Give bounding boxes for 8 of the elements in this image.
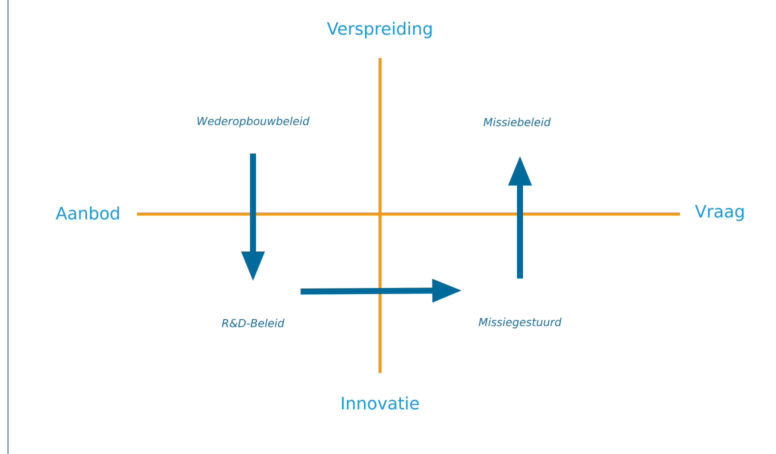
axis-label: Aanbod [56,206,119,220]
policy-label: Missiebeleid [484,118,551,126]
axis-label: Innovatie [342,396,419,410]
policy-label: Wederopbouwbeleid [198,116,310,128]
policy-label: Missiegestuurd [478,318,562,328]
axis-label: Vraag [695,205,744,221]
policy-label: R&D-Beleid [222,318,284,328]
axis-label: Verspreiding [327,22,432,38]
